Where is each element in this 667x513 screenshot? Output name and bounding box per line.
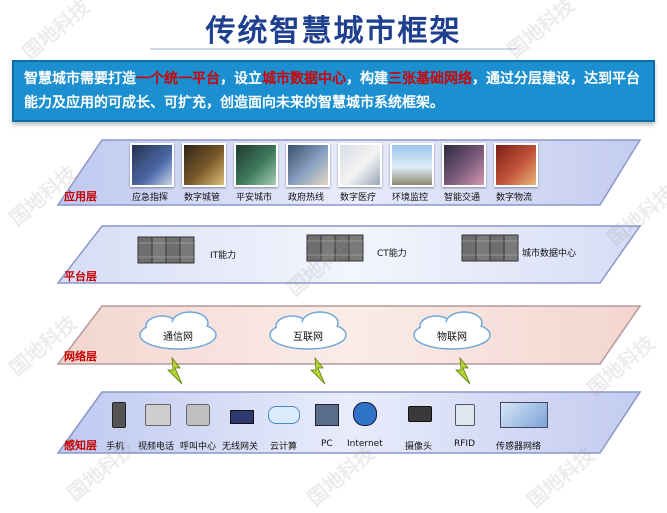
server-rack-ct [306, 234, 364, 262]
app-label-digital-logistics: 数字物流 [495, 193, 532, 203]
thumbnail-intelligent-traffic [442, 143, 486, 187]
wireless-gateway-icon [230, 410, 254, 424]
page-title: 传统智慧城市框架 [205, 14, 462, 49]
app-label-emergency-command: 应急指挥 [131, 193, 168, 203]
network-label-internet: 互联网 [293, 332, 323, 343]
layer-label-platform: 平台层 [64, 270, 97, 283]
thumbnail-emergency-command [130, 143, 174, 187]
sense-label-rfid: RFID [454, 439, 476, 449]
lightning-icon [167, 356, 183, 385]
cloud-computing-icon [268, 406, 300, 424]
app-label-digital-city-management: 数字城管 [183, 193, 220, 203]
thumbnail-government-hotline [286, 143, 330, 187]
sense-label-video-phone: 视频电话 [138, 442, 175, 452]
server-rack-datacenter [461, 234, 519, 262]
internet-icon [353, 402, 377, 426]
banner-text-3: ，构建 [346, 71, 388, 87]
server-rack-it [137, 236, 195, 264]
sensor-network-icon [500, 402, 548, 428]
mobile-phone-icon [112, 402, 126, 428]
thumbnail-digital-logistics [494, 143, 538, 187]
camera-icon [408, 406, 432, 422]
thumbnail-digital-city-management [182, 143, 226, 187]
cloud-telecom-network [139, 311, 217, 350]
sense-label-call-center: 呼叫中心 [180, 442, 217, 452]
app-label-government-hotline: 政府热线 [287, 193, 324, 203]
banner-highlight-datacenter: 城市数据中心 [262, 71, 346, 87]
lightning-icon [455, 356, 471, 385]
app-label-intelligent-traffic: 智能交通 [443, 193, 480, 203]
sense-label-camera: 摄像头 [405, 442, 433, 452]
sense-label-internet: Internet [347, 439, 383, 449]
app-label-digital-medical: 数字医疗 [339, 193, 376, 203]
layer-label-network: 网络层 [64, 350, 97, 363]
video-phone-icon [145, 404, 171, 426]
lightning-icon [310, 356, 326, 385]
cloud-iot [413, 311, 491, 350]
sense-label-mobile: 手机 [106, 442, 125, 452]
layer-label-perception: 感知层 [64, 439, 97, 452]
rfid-icon [455, 404, 475, 426]
sense-label-sensor-network: 传感器网络 [496, 442, 542, 452]
banner-text-4: ，通过分层建设，达到平台能力及应用的可成长、可扩充，创造面向未来的智慧城市系统框… [24, 71, 640, 111]
thumbnail-environment-monitoring [390, 143, 434, 187]
pc-icon [315, 404, 339, 426]
thumbnail-digital-medical [338, 143, 382, 187]
banner-text-1: 智慧城市需要打造 [24, 71, 136, 87]
platform-label-it: IT能力 [210, 251, 237, 261]
call-center-icon [186, 404, 210, 426]
app-label-safe-city: 平安城市 [235, 193, 272, 203]
sense-label-wireless-gateway: 无线网关 [222, 442, 259, 452]
cloud-internet [269, 311, 347, 350]
title-underline [150, 48, 517, 50]
platform-label-ct: CT能力 [377, 249, 407, 259]
sense-label-cloud-computing: 云计算 [270, 442, 298, 452]
thumbnail-safe-city [234, 143, 278, 187]
network-label-telecom: 通信网 [163, 332, 193, 343]
banner-highlight-networks: 三张基础网络 [388, 71, 472, 87]
description-banner: 智慧城市需要打造一个统一平台，设立城市数据中心，构建三张基础网络，通过分层建设，… [12, 60, 655, 122]
platform-label-datacenter: 城市数据中心 [522, 249, 577, 259]
banner-text-2: ，设立 [220, 71, 262, 87]
app-label-environment-monitoring: 环境监控 [391, 193, 428, 203]
sense-label-pc: PC [321, 439, 333, 449]
layer-label-application: 应用层 [64, 190, 97, 203]
banner-highlight-platform: 一个统一平台 [136, 71, 220, 87]
network-label-iot: 物联网 [437, 332, 467, 343]
